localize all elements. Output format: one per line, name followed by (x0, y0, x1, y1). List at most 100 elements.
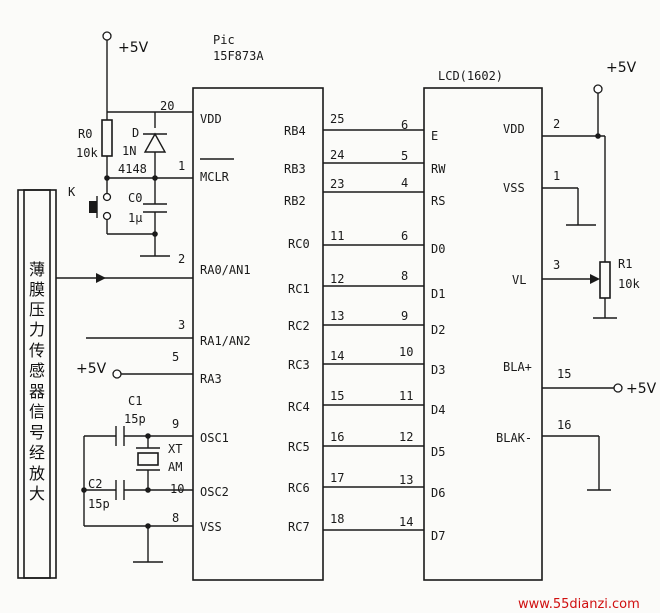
lcd-pin-num-8: 8 (401, 269, 408, 283)
mcu-pin-name-rc6: RC6 (288, 481, 310, 495)
crystal-line2: AM (168, 460, 182, 474)
diode-part2: 4148 (118, 162, 147, 176)
lcd-pin-num-4: 4 (401, 176, 408, 190)
vcc-label-top-left: +5V (118, 40, 149, 56)
lcd-pin-name-vl: VL (512, 273, 526, 287)
mcu-pin-name-rb4: RB4 (284, 124, 306, 138)
sensor-box-inner (23, 189, 51, 579)
mcu-pin-name-osc2: OSC2 (200, 485, 229, 499)
vcc-terminal-lcd (593, 84, 603, 94)
lcd-pin-num-11: 11 (399, 389, 413, 403)
sensor-char-9: 号 (29, 423, 45, 442)
mcu-pin-num-9: 9 (172, 417, 179, 431)
lcd-pin-name-blak: BLAK- (496, 431, 532, 445)
vcc-terminal-top-left (102, 31, 112, 41)
lcd-pin-num-15: 15 (557, 367, 571, 381)
mcu-pin-num-18: 18 (330, 512, 344, 526)
mcu-pin-name-rc5: RC5 (288, 440, 310, 454)
r1-name: R1 (618, 257, 632, 271)
mcu-label-line2: 15F873A (213, 49, 264, 63)
lcd-pin-num-5: 5 (401, 149, 408, 163)
mcu-pin-num-25: 25 (330, 112, 344, 126)
lcd-pin-name-d4: D4 (431, 403, 445, 417)
mcu-pin-num-1: 1 (178, 159, 185, 173)
sensor-char-5: 传 (29, 341, 45, 360)
lcd-left-pin-names: E RW RS D0 D1 D2 D3 D4 D5 D6 D7 (431, 129, 446, 543)
resistor-r0 (101, 119, 113, 157)
mcu-pin-num-10: 10 (170, 482, 184, 496)
lcd-pin-num-6a: 6 (401, 118, 408, 132)
lcd-pin-num-14: 14 (399, 515, 413, 529)
lcd-pin-num-16: 16 (557, 418, 571, 432)
mcu-pin-num-3: 3 (178, 318, 185, 332)
lcd-pin-name-vss: VSS (503, 181, 525, 195)
mcu-pin-num-24: 24 (330, 148, 344, 162)
sensor-char-7: 器 (29, 382, 45, 401)
mcu-body (192, 87, 324, 581)
lcd-pin-num-3: 3 (553, 258, 560, 272)
mcu-pin-num-12: 12 (330, 272, 344, 286)
lcd-pin-name-d2: D2 (431, 323, 445, 337)
switch-name: K (68, 185, 76, 199)
c1-name: C1 (128, 394, 142, 408)
mcu-pin-name-rc3: RC3 (288, 358, 310, 372)
vcc-label-lcd: +5V (606, 60, 637, 76)
lcd-pin-num-12: 12 (399, 430, 413, 444)
mcu-pin-name-rc0: RC0 (288, 237, 310, 251)
mcu-right-pin-numbers: 25 24 23 11 12 13 14 15 16 17 18 (330, 112, 344, 526)
wiper-arrow (590, 274, 600, 284)
lcd-left-pin-numbers: 6 5 4 6 8 9 10 11 12 13 14 (399, 118, 413, 529)
lcd-pin-name-e: E (431, 129, 438, 143)
sensor-char-10: 经 (29, 443, 45, 462)
sensor-char-2: 膜 (29, 280, 45, 299)
lcd-pin-name-d0: D0 (431, 242, 445, 256)
oscillator-circuit: C1 15p XT AM C2 15p (81, 394, 193, 563)
mcu-pin-name-vss: VSS (200, 520, 222, 534)
mcu-pin-name-vdd: VDD (200, 112, 222, 126)
lcd-pin-name-d6: D6 (431, 486, 445, 500)
mcu-pin-num-20: 20 (160, 99, 174, 113)
switch-k-button (89, 201, 97, 213)
diode-d-body (143, 132, 167, 153)
mcu-pin-name-rb3: RB3 (284, 162, 306, 176)
mcu-pin-num-8: 8 (172, 511, 179, 525)
lcd-pin-num-13: 13 (399, 473, 413, 487)
vcc-terminal-ra3 (112, 369, 122, 379)
mcu-pin-name-rb2: RB2 (284, 194, 306, 208)
lcd-pin-name-rs: RS (431, 194, 445, 208)
reset-circuit: +5V R0 10k D 1N 4148 K C0 1μ (68, 31, 193, 257)
mcu-pin-num-13: 13 (330, 309, 344, 323)
mcu-pin-num-17: 17 (330, 471, 344, 485)
vcc-terminal-bla (613, 383, 623, 393)
sensor-block: 薄 膜 压 力 传 感 器 信 号 经 放 大 (17, 189, 193, 579)
mcu-pin-name-rc4: RC4 (288, 400, 310, 414)
lcd-pin-name-d1: D1 (431, 287, 445, 301)
mcu-pin-name-ra0: RA0/AN1 (200, 263, 251, 277)
lcd-pin-name-d7: D7 (431, 529, 445, 543)
mcu-pin-num-5: 5 (172, 350, 179, 364)
mcu-left-pin-numbers: 20 1 2 3 5 9 10 8 (160, 99, 185, 525)
ra3-supply: +5V (76, 361, 193, 379)
mcu-pin-num-11: 11 (330, 229, 344, 243)
lcd-pin-num-2: 2 (553, 117, 560, 131)
mcu-pin-name-rc2: RC2 (288, 319, 310, 333)
c0-value: 1μ (128, 211, 142, 225)
vcc-label-ra3: +5V (76, 361, 107, 377)
mcu-pin-name-rc7: RC7 (288, 520, 310, 534)
c1-value: 15p (124, 412, 146, 426)
mcu-left-pin-names: VDD MCLR RA0/AN1 RA1/AN2 RA3 OSC1 OSC2 V… (200, 112, 251, 534)
lcd-pin-name-d5: D5 (431, 445, 445, 459)
mcu-pin-name-rc1: RC1 (288, 282, 310, 296)
diode-name: D (132, 126, 139, 140)
mcu-pin-name-ra1: RA1/AN2 (200, 334, 251, 348)
lcd-pin-num-9: 9 (401, 309, 408, 323)
mcu-pin-num-15: 15 (330, 389, 344, 403)
lcd-pin-name-vdd: VDD (503, 122, 525, 136)
lcd-pin-name-rw: RW (431, 162, 446, 176)
signal-arrow (96, 273, 106, 283)
sensor-char-8: 信 (29, 402, 45, 421)
crystal-line1: XT (168, 442, 182, 456)
lcd-pin-num-6b: 6 (401, 229, 408, 243)
